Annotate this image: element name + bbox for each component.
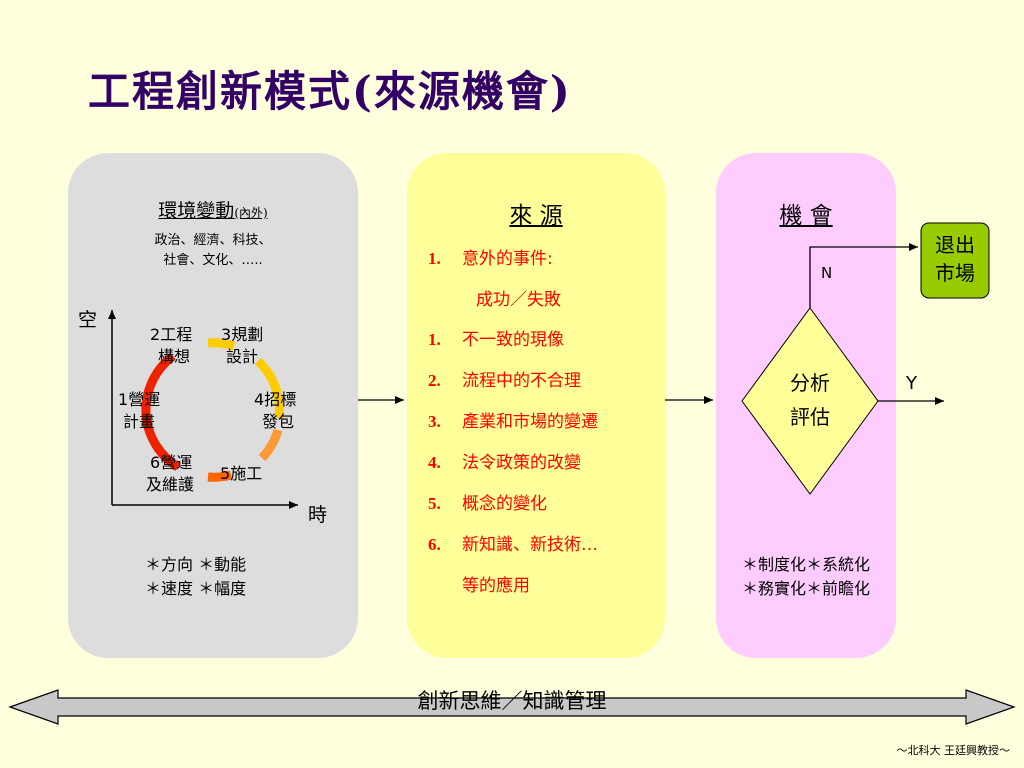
cycle-arc-yellow-right: [254, 357, 284, 419]
stage-5: 5施工: [220, 464, 263, 483]
bottom-double-arrow: [8, 689, 1016, 725]
cycle-arc-yellow-top: [207, 338, 236, 351]
opportunity-notes-line1: ＊制度化＊系統化: [741, 555, 870, 574]
env-factors-line2: 社會、文化、…..: [163, 253, 263, 268]
footer-credit: ～北科大 王廷興教授～: [896, 744, 1011, 757]
exit-market-box: [920, 222, 990, 299]
stage-3: 3規劃設計: [221, 325, 264, 366]
env-notes-line1: ＊方向 ＊動能: [145, 555, 247, 574]
bottom-arrow-label: 創新思維／知識管理: [417, 689, 607, 713]
exit-text: 退出 市場: [921, 231, 989, 287]
source-panel: [407, 153, 665, 658]
source-item-7: 6.新知識、新技術…: [428, 535, 598, 555]
cycle-arc-red: [141, 352, 181, 471]
exit-line1: 退出: [935, 233, 975, 257]
stage-2: 2工程構想: [150, 325, 193, 366]
diamond-line2: 評估: [790, 405, 830, 429]
environment-panel: [68, 153, 358, 658]
source-item-4: 3.產業和市場的變遷: [428, 412, 598, 432]
env-heading: 環境變動(內外): [68, 196, 358, 223]
no-label: N: [821, 264, 833, 282]
cycle-arc-orange-bottom: [207, 470, 233, 482]
diamond-text: 分析 評估: [760, 366, 860, 434]
axis-y-label: 空: [78, 309, 98, 331]
source-item-7-sub: 等的應用: [462, 576, 530, 596]
source-item-3: 2.流程中的不合理: [428, 371, 581, 391]
stage-6: 6營運及維護: [146, 453, 195, 494]
source-item-1-sub: 成功／失敗: [476, 290, 561, 310]
env-notes-line2: ＊速度 ＊幅度: [145, 579, 247, 598]
env-factors: 政治、經濟、科技、 社會、文化、…..: [68, 231, 358, 271]
analysis-diamond: [741, 307, 879, 495]
yes-label: Y: [906, 373, 917, 394]
cycle-arc-orange-right: [258, 428, 283, 462]
source-item-2: 1.不一致的現像: [428, 330, 564, 350]
opportunity-heading: 機 會: [779, 203, 833, 229]
opportunity-notes-line2: ＊務實化＊前瞻化: [741, 579, 870, 598]
opportunity-notes: ＊制度化＊系統化 ＊務實化＊前瞻化: [716, 553, 896, 601]
no-path-line: [809, 243, 918, 308]
env-heading-text: 環境變動: [158, 200, 235, 222]
env-notes: ＊方向 ＊動能 ＊速度 ＊幅度: [145, 553, 246, 601]
env-heading-small: (內外): [234, 206, 268, 220]
page-title: 工程創新模式(來源機會): [88, 67, 572, 116]
stage-1: 1營運計畫: [118, 390, 161, 431]
source-item-5: 4.法令政策的改變: [428, 453, 581, 473]
exit-line2: 市場: [935, 261, 975, 285]
diamond-line1: 分析: [790, 371, 830, 395]
env-factors-line1: 政治、經濟、科技、: [154, 233, 272, 248]
source-heading: 來 源: [509, 203, 563, 229]
source-item-6: 5.概念的變化: [428, 494, 547, 514]
stage-4: 4招標發包: [254, 390, 297, 431]
axis-x-label: 時: [308, 504, 328, 526]
source-item-1: 1.意外的事件:: [428, 249, 553, 269]
